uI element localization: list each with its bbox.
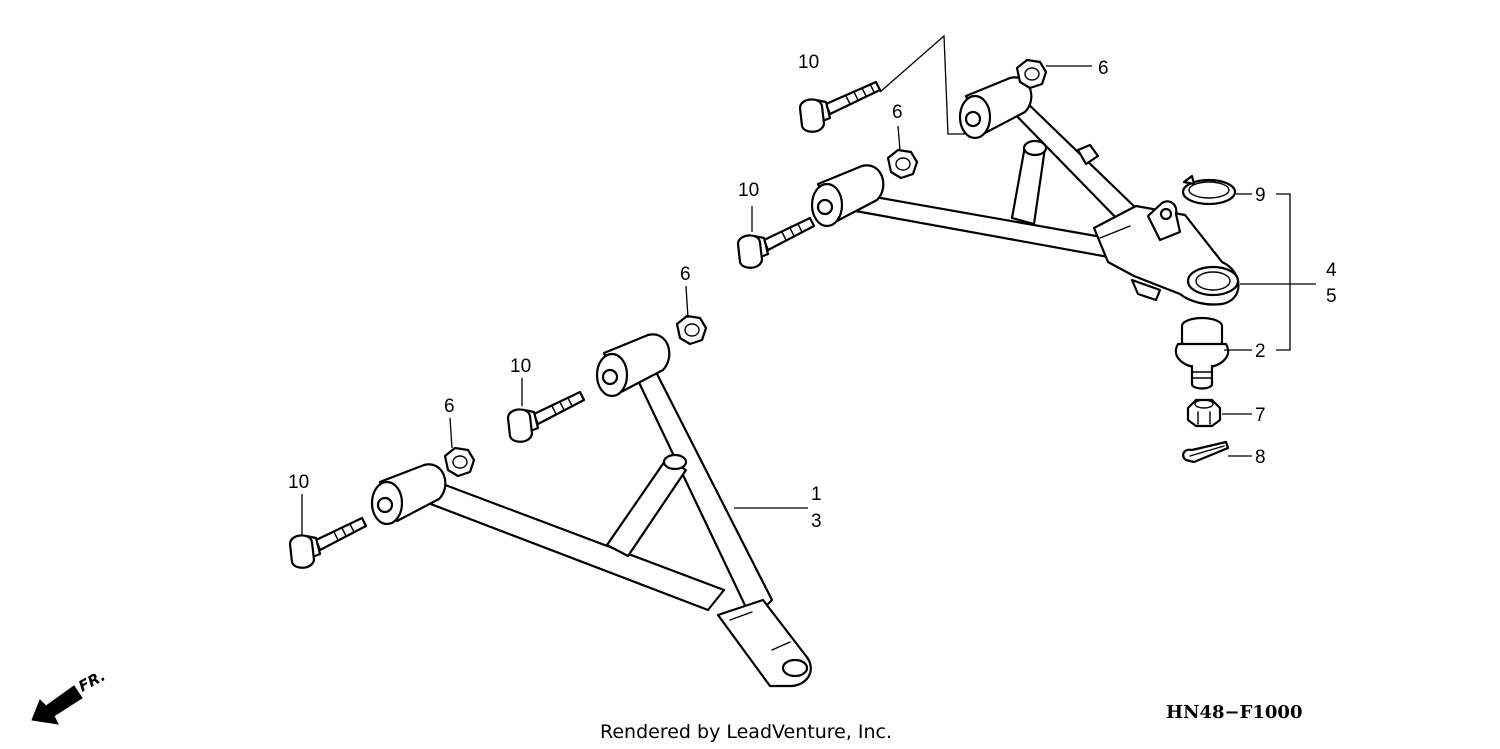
- leader-lines: [301, 34, 1316, 536]
- upper-arm[interactable]: [810, 76, 1240, 306]
- bolt-lower-front[interactable]: [288, 516, 368, 569]
- callout-1: 1: [811, 484, 822, 505]
- arrow-icon: [31, 685, 83, 725]
- callout-7: 7: [1255, 405, 1266, 426]
- ball-joint[interactable]: [1174, 316, 1230, 390]
- cotter-pin[interactable]: [1182, 440, 1230, 464]
- nut-top[interactable]: [1015, 58, 1048, 90]
- callout-2: 2: [1255, 341, 1266, 362]
- callouts: 1 3 9 4 5 2 7 8 6 6 6 6 10 10 10 10: [288, 52, 1337, 532]
- nut-upper-mid[interactable]: [886, 148, 919, 180]
- footer-credit: Rendered by LeadVenture, Inc.: [600, 721, 892, 743]
- callout-6-lower-front: 6: [444, 396, 455, 417]
- callout-6-upper-mid: 6: [892, 102, 903, 123]
- bolt-top[interactable]: [798, 80, 882, 133]
- callout-5: 5: [1326, 286, 1337, 307]
- callout-10-lower-front: 10: [288, 472, 309, 493]
- lower-arm[interactable]: [370, 333, 812, 688]
- callout-6-top: 6: [1098, 58, 1109, 79]
- callout-9: 9: [1255, 185, 1266, 206]
- nut-lower-front[interactable]: [443, 446, 476, 478]
- bolt-lower-rear[interactable]: [506, 390, 586, 443]
- callout-10-top: 10: [798, 52, 819, 73]
- diagram-code: HN48−F1000: [1166, 702, 1302, 723]
- callout-8: 8: [1255, 447, 1266, 468]
- callout-10-upper-front: 10: [738, 180, 759, 201]
- castle-nut[interactable]: [1186, 398, 1222, 428]
- direction-label: FR.: [75, 667, 108, 696]
- nut-lower-rear[interactable]: [675, 314, 708, 346]
- bolt-upper-front[interactable]: [736, 216, 816, 269]
- callout-3: 3: [811, 511, 822, 532]
- callout-4: 4: [1326, 260, 1337, 281]
- front-direction-arrow: FR.: [31, 667, 108, 725]
- callout-10-lower-rear: 10: [510, 356, 531, 377]
- circlip[interactable]: [1181, 174, 1237, 206]
- callout-6-lower-rear: 6: [680, 264, 691, 285]
